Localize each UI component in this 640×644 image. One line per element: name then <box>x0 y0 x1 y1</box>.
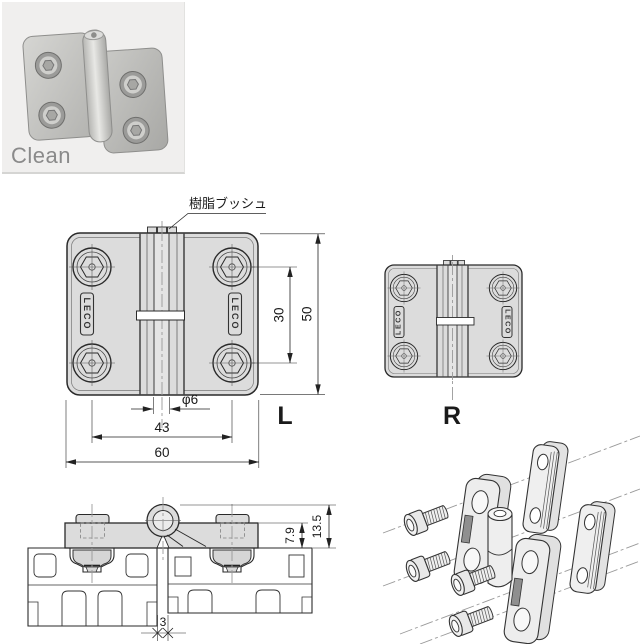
hinge-leaf-exploded <box>503 533 562 644</box>
dim-text: 3 <box>160 615 167 629</box>
side-view: 7.9 13.5 3 <box>27 497 336 641</box>
dimension-pitch-43: 43 <box>91 400 233 443</box>
exploded-view <box>382 435 640 644</box>
brand-text: LECO <box>504 309 511 335</box>
dimension-pin-dia: φ6 <box>131 392 210 414</box>
leader-line <box>168 213 266 230</box>
dim-text: 7.9 <box>283 527 297 544</box>
brand-text: LECO <box>230 297 240 330</box>
bushing-label: 樹脂ブッシュ <box>189 196 267 212</box>
backing-plate <box>522 441 569 534</box>
front-view-left: LECO LECO <box>66 221 259 428</box>
knuckle-split <box>136 310 185 321</box>
dimension-knuckle-height: 13.5 <box>180 504 336 549</box>
dimension-width-60: 60 <box>65 400 260 468</box>
cap-screw <box>401 500 452 538</box>
brand-badge: LECO <box>501 306 513 338</box>
variant-label-left: L <box>277 402 292 430</box>
extrusion-profile-left <box>27 547 158 627</box>
brand-badge: LECO <box>393 306 405 338</box>
dim-text: 30 <box>272 307 287 322</box>
bushing-annotation: 樹脂ブッシュ <box>168 196 267 230</box>
photo-pin-hole <box>91 32 97 38</box>
photo-screw <box>34 51 62 79</box>
product-photo <box>22 29 169 154</box>
dimension-pitch-30: 30 <box>252 266 297 364</box>
dim-text: 60 <box>154 445 169 460</box>
hinge-side-profile <box>64 497 259 584</box>
brand-badge: LECO <box>79 292 95 336</box>
extrusion-profile-right <box>167 547 313 614</box>
dim-text: φ6 <box>182 392 198 407</box>
photo-screw <box>119 70 147 98</box>
resin-bushing-tab <box>147 226 157 234</box>
dim-text: 43 <box>154 420 169 435</box>
brand-text: LECO <box>82 297 92 330</box>
backing-plate <box>569 501 616 594</box>
hinge-photo-illustration <box>22 29 169 154</box>
dimension-plate-height: 7.9 <box>259 522 336 549</box>
dimension-gap: 3 <box>141 615 186 641</box>
front-view-right: LECO LECO <box>384 255 523 400</box>
dim-text: 50 <box>300 306 315 321</box>
variant-label-right: R <box>443 402 461 430</box>
resin-bushing-tab <box>167 226 177 234</box>
brand-badge: LECO <box>227 292 243 336</box>
dim-text: 13.5 <box>310 514 324 538</box>
knuckle-split <box>436 317 475 326</box>
product-photo-panel: Clean <box>2 2 185 174</box>
pin-barrel-exploded <box>487 506 513 588</box>
photo-caption: Clean <box>11 143 71 168</box>
brand-text: LECO <box>396 309 403 335</box>
photo-screw <box>38 101 66 129</box>
cap-screw <box>403 546 454 584</box>
dimension-height-50: 50 <box>260 233 325 395</box>
photo-screw <box>122 116 150 144</box>
